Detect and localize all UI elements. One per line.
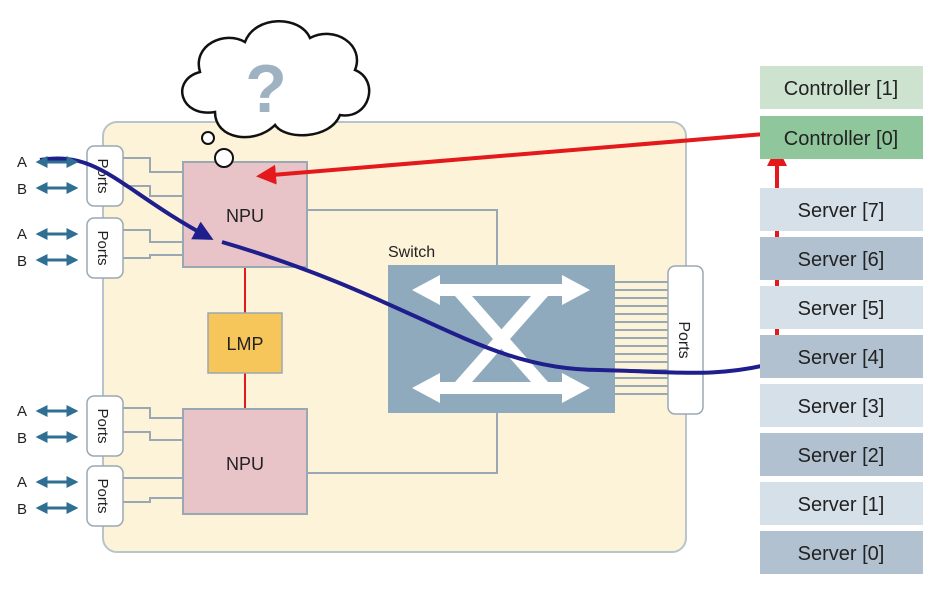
server-label: Server [7] (798, 200, 885, 222)
controller-label: Controller [0] (784, 128, 899, 150)
front-port-label: Ports (94, 478, 111, 513)
front-port-group-4: Ports A B (17, 465, 124, 527)
lmp-chip: LMP (207, 312, 283, 374)
server-4[interactable]: Server [4] (760, 335, 923, 378)
server-label: Server [2] (798, 445, 885, 467)
switch-ports: Ports (667, 265, 704, 415)
switch-ports-label: Ports (675, 321, 692, 358)
front-port-group-3: Ports A B (17, 395, 124, 457)
npu-top-label: NPU (226, 206, 264, 226)
port-a-label: A (17, 474, 27, 491)
port-b-label: B (17, 430, 27, 447)
port-b-label: B (17, 253, 27, 270)
front-port-group-1: Ports A B (17, 145, 124, 207)
port-a-label: A (17, 403, 27, 420)
server-1[interactable]: Server [1] (760, 482, 923, 525)
controller-0[interactable]: Controller [0] (760, 116, 923, 159)
controller-1[interactable]: Controller [1] (760, 66, 923, 109)
server-0[interactable]: Server [0] (760, 531, 923, 574)
port-a-label: A (17, 154, 27, 171)
front-port-group-2: Ports A B (17, 217, 124, 279)
server-6[interactable]: Server [6] (760, 237, 923, 280)
switch: Switch (388, 244, 615, 413)
port-b-label: B (17, 501, 27, 518)
npu-top: NPU (182, 161, 308, 268)
thought-cloud: ? (181, 20, 371, 168)
npu-bottom-label: NPU (226, 454, 264, 474)
server-label: Server [0] (798, 543, 885, 565)
server-label: Server [6] (798, 249, 885, 271)
data-path-egress (221, 240, 782, 376)
question-mark-icon: ? (245, 51, 287, 127)
front-port-label: Ports (94, 230, 111, 265)
server-label: Server [5] (798, 298, 885, 320)
switch-label: Switch (388, 244, 435, 261)
server-5[interactable]: Server [5] (760, 286, 923, 329)
server-label: Server [4] (798, 347, 885, 369)
server-label: Server [1] (798, 494, 885, 516)
front-port-label: Ports (94, 408, 111, 443)
server-7[interactable]: Server [7] (760, 188, 923, 231)
port-a-label: A (17, 226, 27, 243)
port-b-label: B (17, 181, 27, 198)
server-2[interactable]: Server [2] (760, 433, 923, 476)
server-3[interactable]: Server [3] (760, 384, 923, 427)
npu-bottom: NPU (182, 408, 308, 515)
control-path-to-npu (256, 132, 766, 185)
controller-label: Controller [1] (784, 78, 899, 100)
rack: Controller [1] Controller [0] Server [7]… (760, 66, 923, 574)
server-label: Server [3] (798, 396, 885, 418)
lmp-label: LMP (226, 334, 263, 354)
